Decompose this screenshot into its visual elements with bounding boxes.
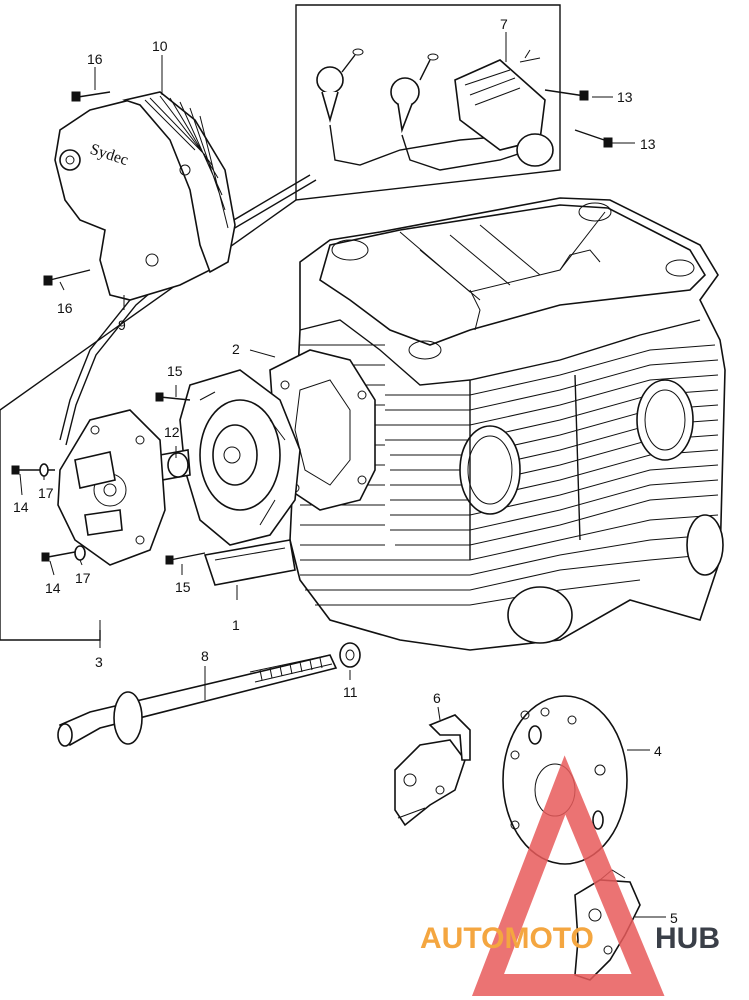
spark-plug-caps-drawing	[316, 48, 531, 171]
watermark-triangle-logo	[471, 755, 665, 996]
callout-3: 3	[95, 654, 103, 670]
screw-14-top	[11, 465, 55, 475]
callout-17-top: 17	[38, 485, 54, 501]
automotohub-watermark: AUTOMOTO HUB	[420, 755, 720, 996]
callout-15-bottom: 15	[175, 579, 191, 595]
callout-13-bottom: 13	[640, 136, 656, 152]
callout-9: 9	[118, 317, 126, 333]
callout-6: 6	[433, 690, 441, 706]
watermark-text-automoto: AUTOMOTO	[420, 922, 594, 955]
washer-17-top	[39, 463, 49, 477]
oil-seal-11-drawing	[339, 642, 361, 668]
callout-14-bottom: 14	[45, 580, 61, 596]
callout-8: 8	[201, 648, 209, 664]
bolt-13-bottom	[574, 129, 613, 148]
callout-17-bottom: 17	[75, 570, 91, 586]
leader-lines	[19, 32, 666, 918]
generator-cover-drawing: Sydec	[54, 91, 236, 301]
bolt-13-top	[544, 89, 589, 101]
callout-16-top: 16	[87, 51, 103, 67]
breaker-plate-drawing	[57, 409, 166, 566]
callout-11: 11	[343, 684, 358, 700]
ignition-coil-drawing	[454, 49, 554, 167]
callout-numbers: 16 10 7 13 13 16 9 2 15 12 1 15 14 17 14…	[13, 16, 678, 926]
screw-14-bottom	[41, 551, 76, 562]
callout-1: 1	[232, 617, 240, 633]
head-cooling-fins	[300, 344, 719, 606]
washer-17-bottom	[74, 545, 86, 561]
callout-2: 2	[232, 341, 240, 357]
callout-4: 4	[654, 743, 662, 759]
screw-15-top	[155, 392, 191, 402]
callout-14-top: 14	[13, 499, 29, 515]
callout-12: 12	[164, 424, 180, 440]
screw-15-bottom	[165, 552, 206, 565]
callout-15-top: 15	[167, 363, 183, 379]
watermark-text-hub: HUB	[655, 922, 720, 955]
callout-5: 5	[670, 910, 678, 926]
bolt-16-top	[71, 91, 111, 102]
bolt-16-bottom	[43, 269, 91, 286]
engine-cylinder-head-drawing	[289, 197, 726, 651]
callout-13-top: 13	[617, 89, 633, 105]
camshaft-drawing	[57, 654, 338, 747]
callout-7: 7	[500, 16, 508, 32]
contact-breaker-assembly-drawing	[159, 369, 301, 586]
contact-points-6-drawing	[394, 714, 471, 827]
callout-16-bottom: 16	[57, 300, 73, 316]
callout-10: 10	[152, 38, 168, 54]
